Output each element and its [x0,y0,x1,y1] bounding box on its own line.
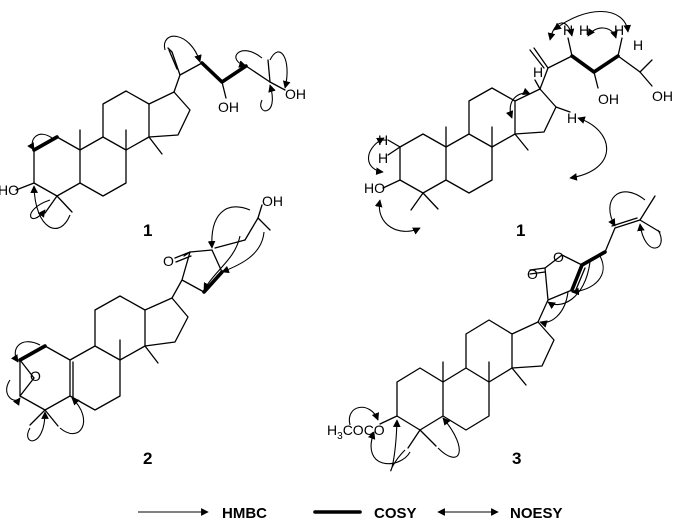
hydrogen-label: H [633,37,643,53]
hydrogen-label: H [378,132,388,148]
hydrogen-label: H [614,22,624,38]
compound-1-hmbc-structure: HO OH OH 1 [0,35,306,240]
acetate-subscript: 3 [337,431,343,442]
compound-3-structure: O O H3COCO 3 [327,191,662,472]
acetate-hydrogen: H [327,422,337,438]
lactone-ring-oxygen-label: O [553,249,564,265]
lactone-carbonyl-oxygen-label: O [527,266,538,282]
legend-hmbc: HMBC [222,505,267,522]
hydrogen-label: H [563,22,573,38]
compound-label: 2 [143,449,152,468]
hydroxyl-label: OH [218,99,239,115]
hydroxyl-label: HO [364,180,385,196]
hydroxyl-label: OH [598,91,619,107]
hydrogen-label: H [378,150,388,166]
hydrogen-label: H [567,110,577,126]
ether-oxygen-label: O [30,368,41,384]
compound-label: 1 [516,221,525,240]
compound-label: 1 [143,221,152,240]
acetate-remainder: COCO [343,422,385,438]
hydroxyl-label: OH [262,193,283,209]
legend-noesy: NOESY [510,505,563,522]
compound-2-structure: O O OH 2 [6,193,283,468]
acetate-label: H3COCO [327,422,385,442]
compound-label: 3 [512,449,521,468]
legend-cosy: COSY [374,505,417,522]
compound-1-noesy-structure: HO OH OH H H H H H H H H 1 [364,11,673,240]
hydroxyl-label: OH [652,88,673,104]
legend: HMBC COSY NOESY [138,505,563,522]
hydroxyl-label: OH [285,86,306,102]
hydrogen-label: H [579,22,589,38]
carbonyl-oxygen-label: O [163,253,174,269]
hydrogen-label: H [533,64,543,80]
hydroxyl-label: HO [0,182,19,198]
